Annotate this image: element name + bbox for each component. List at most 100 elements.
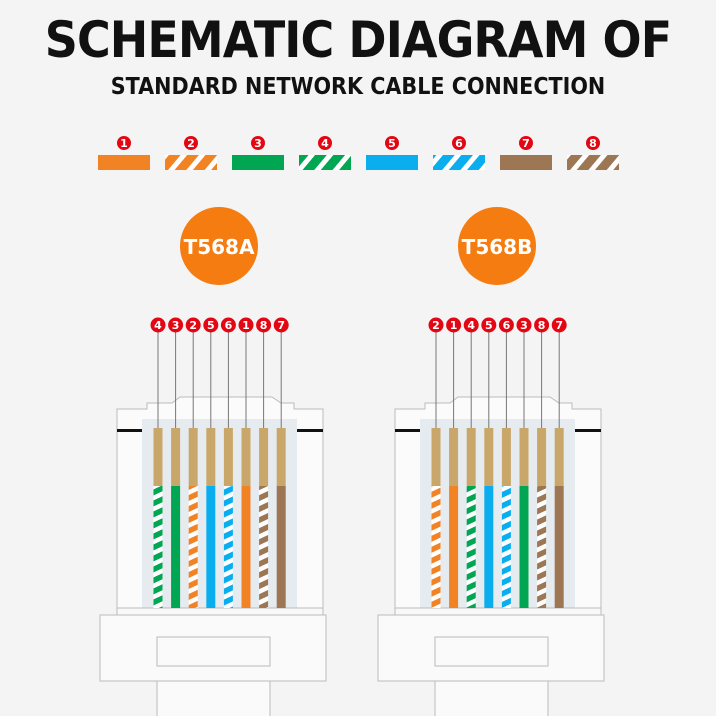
wire-insulation xyxy=(466,486,476,608)
legend-swatch xyxy=(366,155,418,170)
badge-number: 3 xyxy=(254,137,262,150)
standard-label: T568A xyxy=(184,235,255,259)
copper-contact xyxy=(449,428,459,486)
badge-circle xyxy=(481,317,497,333)
boot-window xyxy=(434,636,549,667)
badge-number: 4 xyxy=(321,137,329,150)
standard-badge xyxy=(458,207,536,285)
number-badge-1: 1 xyxy=(238,317,254,333)
standard-badge xyxy=(180,207,258,285)
diagram-title: SCHEMATIC DIAGRAM OF xyxy=(44,11,672,69)
diagram-subtitle: STANDARD NETWORK CABLE CONNECTION xyxy=(110,74,606,100)
copper-contact xyxy=(188,428,198,486)
connector-inner xyxy=(420,419,575,609)
badge-circle xyxy=(385,136,399,150)
wire-insulation xyxy=(449,486,459,608)
copper-contact xyxy=(153,428,163,486)
badge-circle xyxy=(551,317,567,333)
wire-insulation xyxy=(276,486,286,608)
copper-contact xyxy=(206,428,216,486)
number-badge-2: 2 xyxy=(428,317,444,333)
badge-circle xyxy=(184,136,198,150)
wire-8: 8 xyxy=(534,317,550,608)
wire-3: 3 xyxy=(516,317,532,608)
wire-5: 5 xyxy=(481,317,497,608)
wire-insulation xyxy=(153,486,163,608)
badge-circle xyxy=(318,136,332,150)
badge-number: 3 xyxy=(172,319,180,332)
badge-circle xyxy=(519,136,533,150)
legend-item-7: 7 xyxy=(500,136,552,170)
badge-circle xyxy=(534,317,550,333)
badge-number: 1 xyxy=(242,319,250,332)
wire-2: 2 xyxy=(185,317,201,608)
legend-swatch xyxy=(98,155,150,170)
badge-number: 7 xyxy=(277,319,285,332)
badge-circle xyxy=(150,317,166,333)
number-badge-4: 4 xyxy=(150,317,166,333)
badge-circle xyxy=(273,317,289,333)
badge-number: 8 xyxy=(538,319,546,332)
badge-number: 4 xyxy=(467,319,475,332)
connector-lip xyxy=(116,607,324,616)
copper-contact xyxy=(276,428,286,486)
wire-insulation xyxy=(554,486,564,608)
wire-3: 3 xyxy=(168,317,184,608)
wire-insulation xyxy=(259,486,269,608)
wire-insulation xyxy=(206,486,216,608)
connector-inner xyxy=(142,419,297,609)
badge-number: 2 xyxy=(432,319,440,332)
number-badge-6: 6 xyxy=(452,136,466,150)
badge-number: 7 xyxy=(522,137,530,150)
number-badge-1: 1 xyxy=(117,136,131,150)
standard-label: T568B xyxy=(462,235,533,259)
badge-circle xyxy=(238,317,254,333)
legend-item-5: 5 xyxy=(366,136,418,170)
badge-circle xyxy=(498,317,514,333)
connector-lip xyxy=(394,607,602,616)
badge-circle xyxy=(256,317,272,333)
badge-number: 5 xyxy=(485,319,493,332)
number-badge-7: 7 xyxy=(273,317,289,333)
badge-number: 8 xyxy=(589,137,597,150)
copper-contact xyxy=(466,428,476,486)
boot-window xyxy=(156,636,271,667)
number-badge-3: 3 xyxy=(516,317,532,333)
latch-line-right xyxy=(297,429,323,432)
badge-number: 1 xyxy=(120,137,128,150)
latch-line-left xyxy=(117,429,142,432)
number-badge-5: 5 xyxy=(385,136,399,150)
badge-circle xyxy=(251,136,265,150)
legend-swatch xyxy=(567,155,619,170)
legend-item-2: 2 xyxy=(165,136,217,170)
badge-number: 5 xyxy=(207,319,215,332)
copper-contact xyxy=(554,428,564,486)
number-badge-4: 4 xyxy=(318,136,332,150)
wire-1: 1 xyxy=(238,317,254,608)
number-badge-8: 8 xyxy=(586,136,600,150)
wire-2: 2 xyxy=(428,317,444,608)
badge-number: 5 xyxy=(388,137,396,150)
legend-swatch xyxy=(165,155,217,170)
copper-contact xyxy=(241,428,251,486)
wire-insulation xyxy=(223,486,233,608)
copper-contact xyxy=(501,428,511,486)
number-badge-6: 6 xyxy=(498,317,514,333)
badge-number: 4 xyxy=(154,319,162,332)
badge-number: 7 xyxy=(555,319,563,332)
badge-circle xyxy=(203,317,219,333)
badge-circle xyxy=(168,317,184,333)
badge-number: 2 xyxy=(189,319,197,332)
legend-item-6: 6 xyxy=(433,136,485,170)
number-badge-2: 2 xyxy=(184,136,198,150)
number-badge-7: 7 xyxy=(519,136,533,150)
badge-number: 6 xyxy=(503,319,511,332)
number-badge-5: 5 xyxy=(203,317,219,333)
wire-insulation xyxy=(537,486,547,608)
wire-insulation xyxy=(484,486,494,608)
badge-number: 1 xyxy=(450,319,458,332)
legend-item-4: 4 xyxy=(299,136,351,170)
cable-stub xyxy=(434,680,549,716)
number-badge-3: 3 xyxy=(168,317,184,333)
number-badge-2: 2 xyxy=(185,317,201,333)
